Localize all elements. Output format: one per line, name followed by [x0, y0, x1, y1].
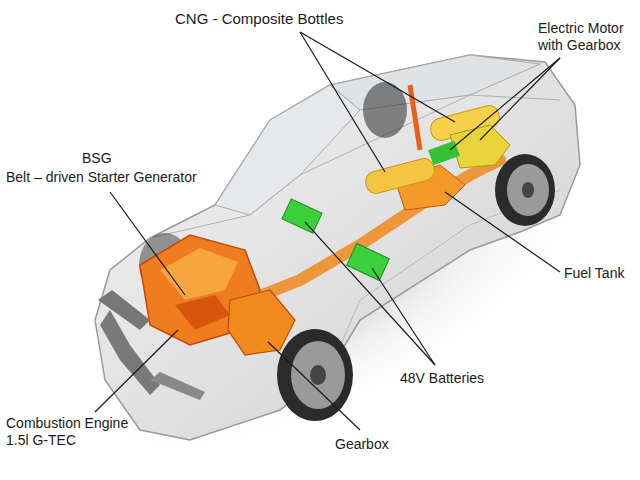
part-label: 48V Batteries [400, 370, 510, 387]
part-label: Combustion Engine 1.5l G-TEC [6, 415, 136, 449]
part-label: Fuel Tank [564, 265, 636, 282]
part-label: CNG - Composite Bottles [175, 10, 415, 28]
part-label: Belt – driven Starter Generator [6, 169, 236, 186]
part-label: BSG [82, 150, 142, 167]
part-label: Gearbox [335, 436, 415, 453]
part-label: Electric Motor with Gearbox [538, 20, 636, 54]
